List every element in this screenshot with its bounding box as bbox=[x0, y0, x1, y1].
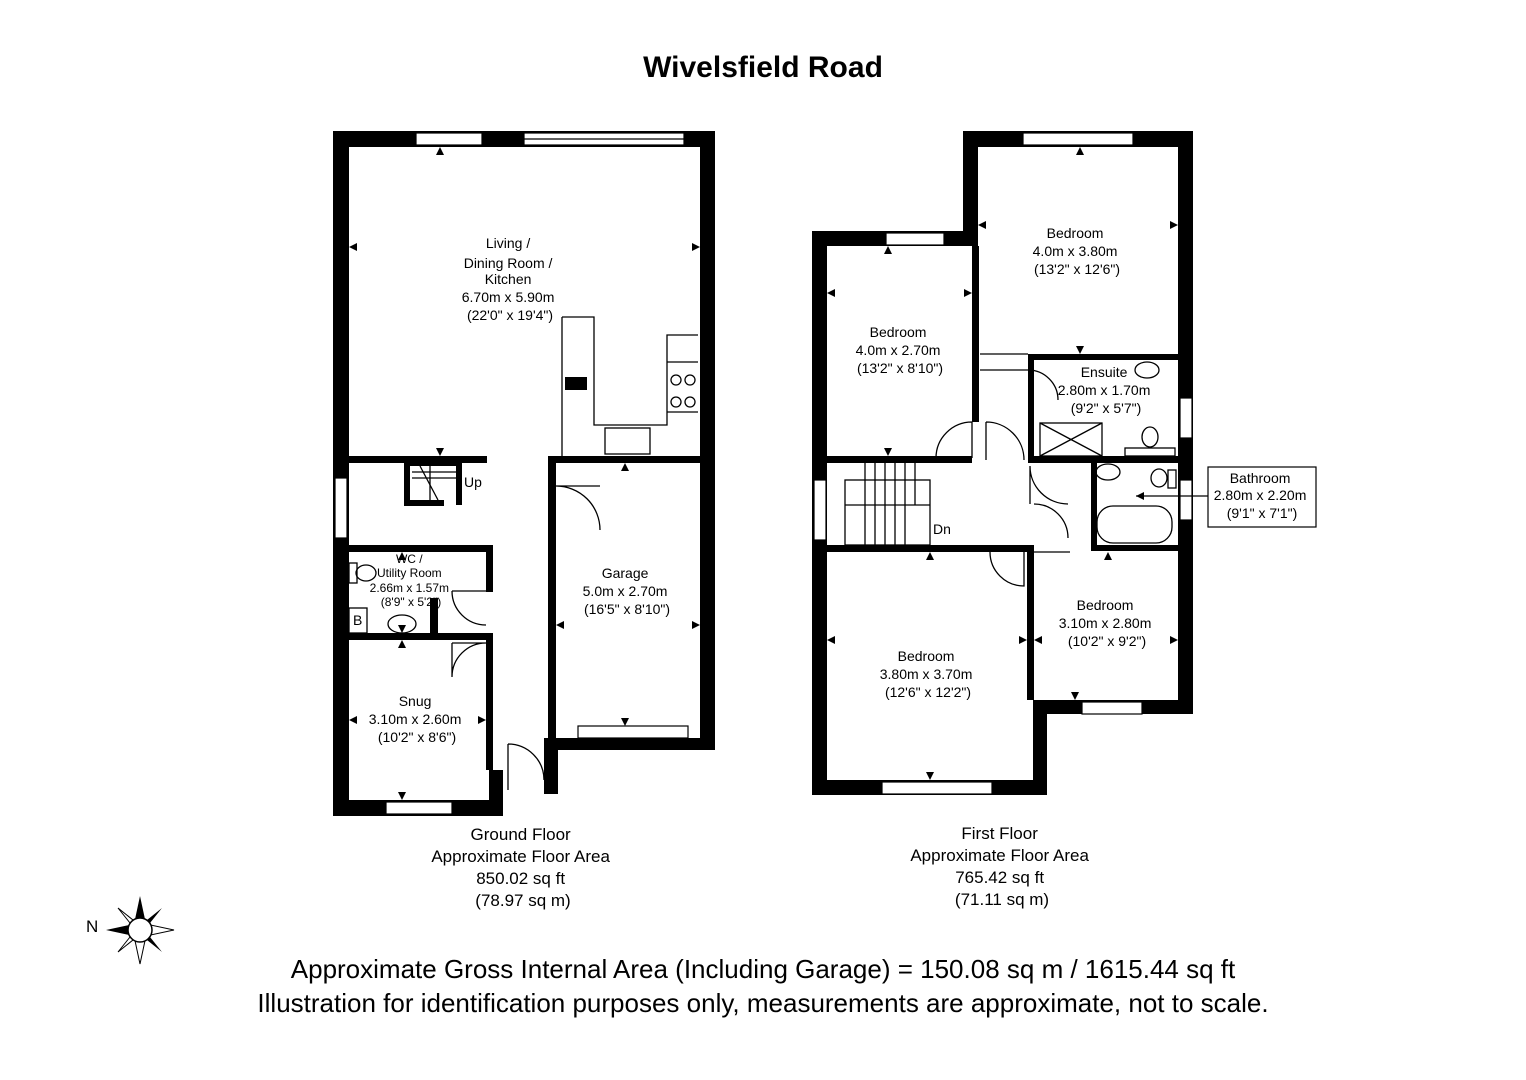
gf-wc-fittings bbox=[348, 562, 417, 634]
gf-stairs bbox=[412, 465, 456, 501]
ff-wall-bathroom-bottom bbox=[1091, 545, 1178, 551]
gf-stair-cupboard-bottom bbox=[404, 500, 444, 506]
gf-kitchen-units bbox=[561, 316, 698, 456]
gf-window-living-1 bbox=[415, 132, 483, 146]
gf-stairs-up-label: Up bbox=[464, 474, 482, 490]
gf-snug-label: Snug 3.10m x 2.60m (10'2" x 8'6") bbox=[369, 693, 466, 745]
ff-wall-bathroom-left bbox=[1091, 463, 1097, 551]
ff-door-bed2 bbox=[935, 421, 973, 459]
gf-wall-wc-partition bbox=[430, 598, 438, 633]
ff-bedroom-top-right-label: Bedroom 4.0m x 3.80m (13'2" x 12'6") bbox=[1033, 225, 1122, 277]
ff-door-bathroom bbox=[1029, 465, 1069, 505]
ground-floor-plan: Living / Dining Room / Kitchen 6.70m x 5… bbox=[333, 131, 715, 910]
ff-ensuite-label: Ensuite 2.80m x 1.70m (9'2" x 5'7") bbox=[1058, 364, 1155, 416]
gf-living-label: Living / Dining Room / Kitchen 6.70m x 5… bbox=[462, 235, 559, 323]
gf-wc-label: WC / Utility Room 2.66m x 1.57m (8'9" x … bbox=[370, 552, 453, 609]
ff-caption: First Floor Approximate Floor Area 765.4… bbox=[910, 824, 1093, 909]
gf-stair-cupboard-top bbox=[404, 460, 462, 466]
gf-kitchen-appliance bbox=[565, 377, 587, 390]
ff-door-bed1 bbox=[985, 421, 1025, 461]
gf-wall-garage-bottom bbox=[544, 738, 715, 750]
ff-door-ensuite bbox=[1033, 503, 1069, 539]
ff-bathroom-label: Bathroom 2.80m x 2.20m (9'1" x 7'1") bbox=[1214, 470, 1311, 521]
gf-door-garage bbox=[555, 485, 601, 531]
ff-window-bed4 bbox=[1081, 701, 1143, 715]
ff-wall-bottom-step bbox=[1033, 700, 1047, 795]
gf-wall-porch-right bbox=[544, 738, 558, 794]
plan-title: Wivelsfield Road bbox=[643, 51, 883, 84]
gf-wall-snug-right bbox=[486, 640, 493, 770]
gf-wall-right bbox=[700, 131, 715, 739]
gf-door-front bbox=[507, 743, 545, 790]
first-floor-plan: Bedroom 4.0m x 3.80m (13'2" x 12'6") Bed… bbox=[812, 131, 1317, 909]
gf-wall-wc-right bbox=[486, 552, 493, 592]
ff-stairs-down-label: Dn bbox=[933, 521, 951, 537]
ff-window-bed1 bbox=[1022, 132, 1134, 146]
ff-stairs bbox=[844, 463, 931, 546]
gf-wall-wc-bottom bbox=[333, 633, 493, 640]
gf-garage-label: Garage 5.0m x 2.70m (16'5" x 8'10") bbox=[583, 565, 672, 617]
ff-window-ensuite bbox=[1179, 397, 1193, 439]
ff-wardrobe bbox=[980, 353, 1059, 401]
gf-wall-garage-left bbox=[548, 456, 556, 738]
ff-wall-ensuite-left bbox=[1028, 354, 1034, 462]
gf-window-snug bbox=[385, 801, 453, 815]
gf-window-hall bbox=[334, 477, 348, 539]
ff-door-bed3 bbox=[989, 551, 1025, 587]
ff-bedroom-bottom-right-label: Bedroom 3.10m x 2.80m (10'2" x 9'2") bbox=[1059, 597, 1156, 649]
gf-wall-living-garage bbox=[548, 456, 715, 463]
gf-measure-arrows bbox=[349, 147, 700, 800]
gf-caption: Ground Floor Approximate Floor Area 850.… bbox=[431, 825, 614, 910]
ff-ensuite-fittings bbox=[1039, 361, 1176, 457]
ff-window-bed2 bbox=[885, 232, 945, 246]
ff-wall-step-vertical bbox=[963, 131, 978, 246]
gf-wall-left bbox=[333, 131, 349, 816]
ff-wall-bedrooms-divider bbox=[972, 246, 979, 422]
footer-gross-area: Approximate Gross Internal Area (Includi… bbox=[291, 954, 1236, 984]
gf-stair-cupboard-right bbox=[456, 460, 462, 505]
gf-wall-living-hall bbox=[333, 456, 487, 463]
gf-garage-door bbox=[577, 725, 689, 739]
ff-window-landing bbox=[813, 479, 827, 541]
ff-wall-landing-bottom bbox=[827, 545, 1027, 552]
ff-bedroom-bottom-left-label: Bedroom 3.80m x 3.70m (12'6" x 12'2") bbox=[880, 648, 977, 700]
gf-wall-porch-left bbox=[489, 770, 503, 816]
gf-wall-wc-top bbox=[333, 545, 493, 552]
ff-window-bathroom bbox=[1179, 479, 1193, 521]
ff-wall-bedroom-divider-low bbox=[1027, 545, 1034, 700]
ff-bedroom-top-left-label: Bedroom 4.0m x 2.70m (13'2" x 8'10") bbox=[856, 324, 945, 376]
ff-wall-bedroom-landing bbox=[827, 456, 972, 463]
gf-door-wc bbox=[451, 590, 487, 626]
gf-door-snug bbox=[451, 642, 487, 678]
ff-wall-ensuite-top bbox=[1028, 354, 1178, 360]
compass-north-label: N bbox=[86, 917, 98, 936]
ff-bathroom-fittings bbox=[1095, 463, 1177, 544]
compass-rose-icon bbox=[106, 896, 175, 965]
ff-bathroom-callout bbox=[1207, 466, 1317, 528]
ff-window-bed3 bbox=[881, 781, 993, 795]
footer-disclaimer: Illustration for identification purposes… bbox=[257, 988, 1268, 1018]
ff-measure-arrows bbox=[827, 147, 1178, 780]
gf-boiler-label: B bbox=[353, 612, 362, 628]
ff-wall-ensuite-bottom bbox=[1028, 456, 1178, 463]
gf-stair-cupboard-left bbox=[404, 460, 410, 505]
